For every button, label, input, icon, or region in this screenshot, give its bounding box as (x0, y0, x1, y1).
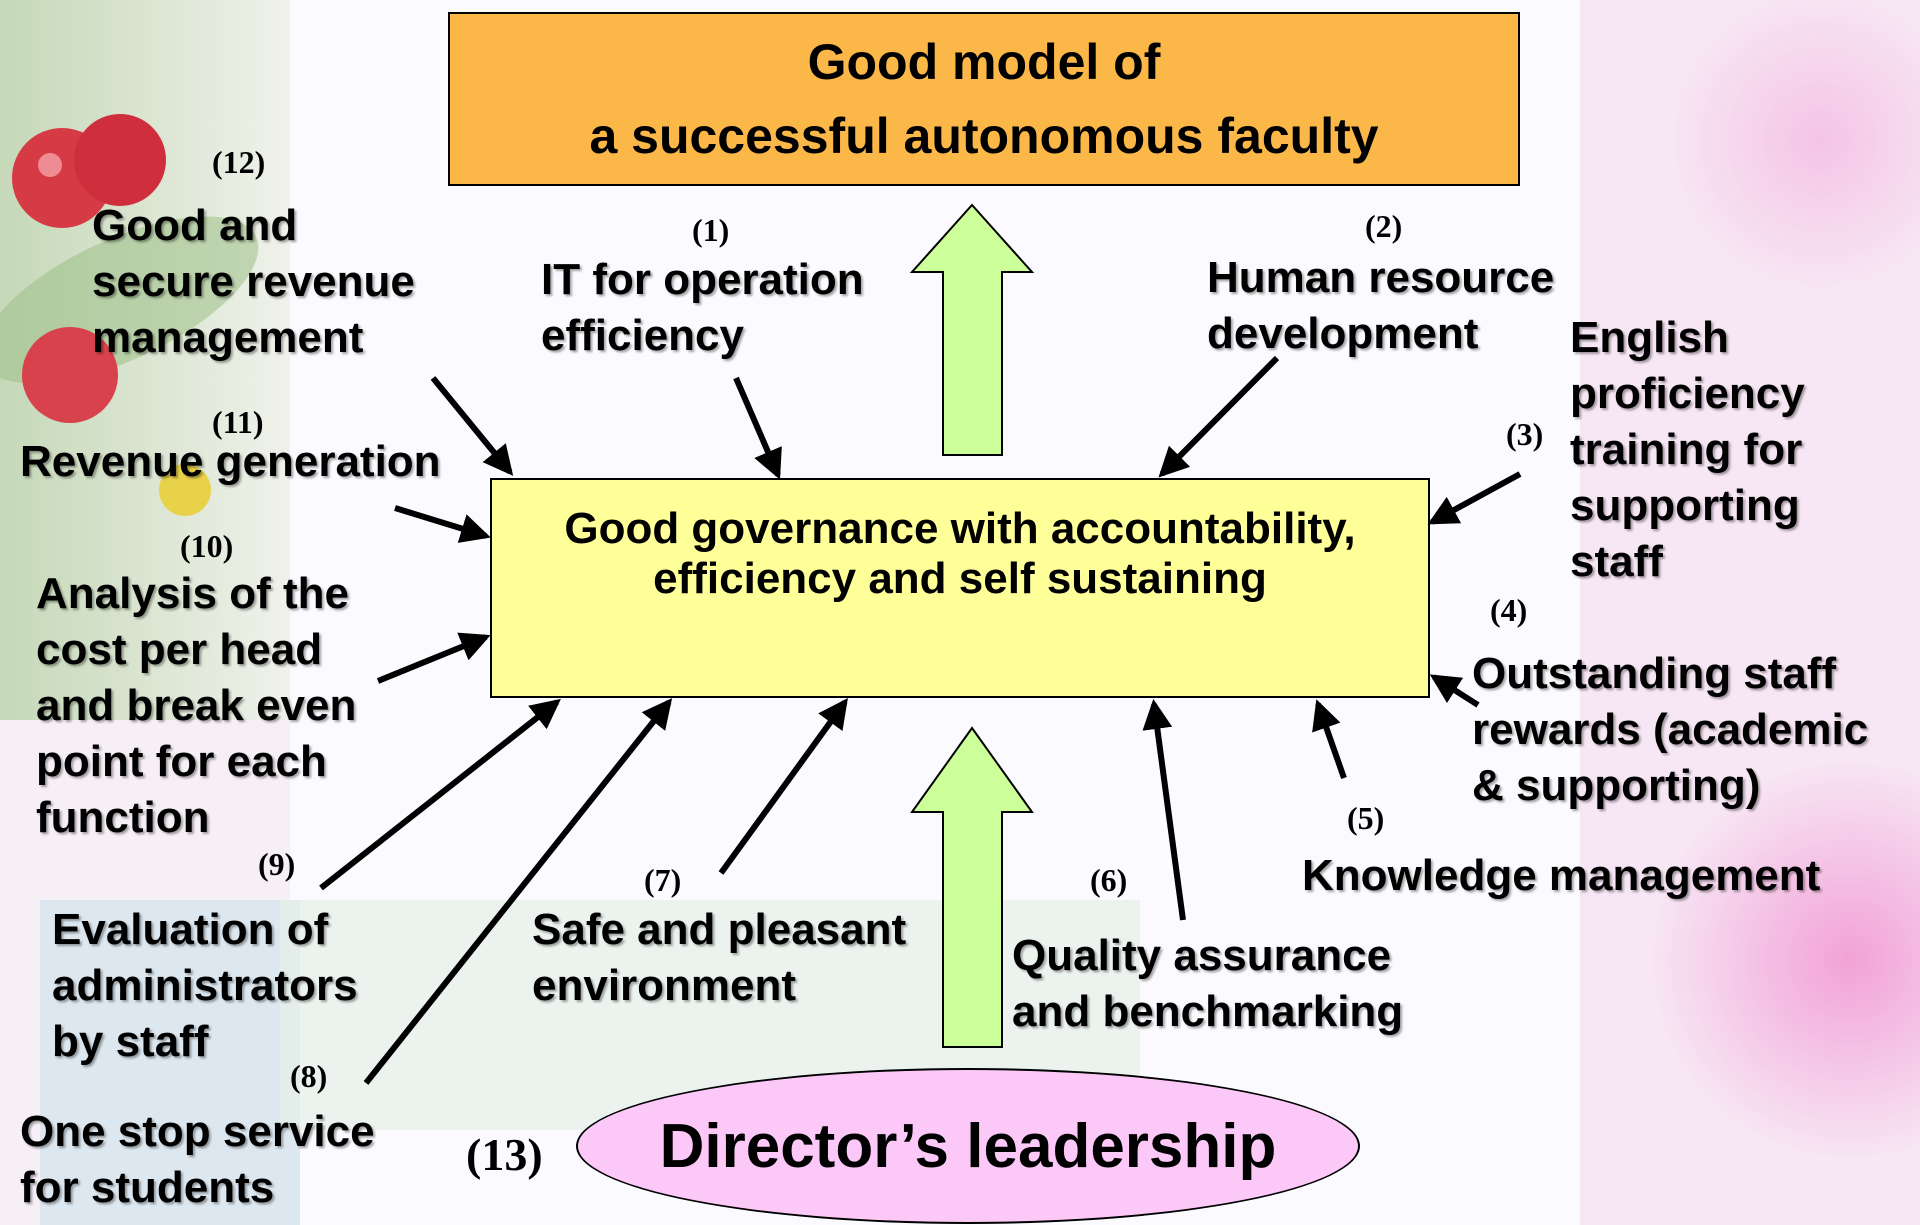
factor-12-line: Good and (92, 201, 298, 250)
governance-box: Good governance with accountability, eff… (490, 478, 1430, 698)
factor-4-line: rewards (academic (1472, 705, 1869, 754)
governance-line1: Good governance with accountability, (564, 504, 1356, 553)
leadership-label: Director’s leadership (659, 1111, 1277, 1181)
factor-8-line: One stop service (20, 1107, 375, 1156)
factor-5-label: Knowledge management (1302, 848, 1820, 904)
goal-box: Good model of a successful autonomous fa… (448, 12, 1520, 186)
factor-9-line: administrators (52, 961, 358, 1010)
factor-12-line: secure revenue (92, 257, 415, 306)
factor-8-number: (8) (290, 1058, 328, 1094)
factor-7-line: Safe and pleasant (532, 905, 907, 954)
factor-3-line: proficiency (1570, 369, 1805, 418)
factor-2-number: (2) (1365, 208, 1403, 244)
factor-12-label: Good and secure revenue management (92, 198, 415, 366)
factor-3-line: supporting (1570, 481, 1800, 530)
factor-6-label: Quality assurance and benchmarking (1012, 928, 1403, 1040)
factor-2-line: Human resource (1207, 253, 1555, 302)
factor-9-label: Evaluation of administrators by staff (52, 902, 358, 1070)
factor-12-line: management (92, 313, 364, 362)
factor-5-number: (5) (1347, 800, 1385, 836)
factor-11-line: Revenue generation (20, 437, 441, 486)
factor-11-label: Revenue generation (20, 434, 441, 490)
factor-7-label: Safe and pleasant environment (532, 902, 906, 1014)
factor-8-line: for students (20, 1163, 275, 1212)
factor-10-line: point for each (36, 737, 327, 786)
factor-2-label: Human resource development (1207, 250, 1554, 362)
factor-4-line: & supporting) (1472, 761, 1761, 810)
factor-10-line: and break even (36, 681, 357, 730)
factor-1-line: IT for operation (541, 255, 864, 304)
factor-10-line: function (36, 793, 210, 842)
factor-10-line: cost per head (36, 625, 323, 674)
leadership-number: (13) (466, 1129, 543, 1180)
factor-3-line: training for (1570, 425, 1803, 474)
goal-title-line1: Good model of (807, 34, 1161, 90)
factor-2-line: development (1207, 309, 1479, 358)
goal-title-line2: a successful autonomous faculty (589, 108, 1379, 164)
factor-6-line: and benchmarking (1012, 987, 1404, 1036)
leadership-ellipse: Director’s leadership (576, 1068, 1360, 1224)
factor-10-line: Analysis of the (36, 569, 349, 618)
factor-12-number: (12) (212, 144, 266, 180)
factor-7-line: environment (532, 961, 797, 1010)
factor-4-line: Outstanding staff (1472, 649, 1837, 698)
factor-1-label: IT for operation efficiency (541, 252, 864, 364)
factor-4-number: (4) (1490, 592, 1528, 628)
factor-10-number: (10) (180, 528, 234, 564)
factor-1-line: efficiency (541, 311, 744, 360)
governance-line2: efficiency and self sustaining (653, 554, 1267, 603)
factor-6-line: Quality assurance (1012, 931, 1392, 980)
factor-3-line: staff (1570, 537, 1663, 586)
factor-3-label: English proficiency training for support… (1570, 310, 1805, 590)
factor-9-number: (9) (258, 846, 296, 882)
factor-3-line: English (1570, 313, 1729, 362)
factor-8-label: One stop service for students (20, 1104, 375, 1216)
factor-5-line: Knowledge management (1302, 851, 1821, 900)
factor-7-number: (7) (644, 862, 682, 898)
factor-1-number: (1) (692, 212, 730, 248)
factor-11-number: (11) (212, 404, 264, 440)
factor-9-line: Evaluation of (52, 905, 329, 954)
factor-9-line: by staff (52, 1017, 209, 1066)
factor-10-label: Analysis of the cost per head and break … (36, 566, 356, 846)
factor-6-number: (6) (1090, 862, 1128, 898)
factor-4-label: Outstanding staff rewards (academic & su… (1472, 646, 1868, 814)
factor-3-number: (3) (1506, 416, 1544, 452)
